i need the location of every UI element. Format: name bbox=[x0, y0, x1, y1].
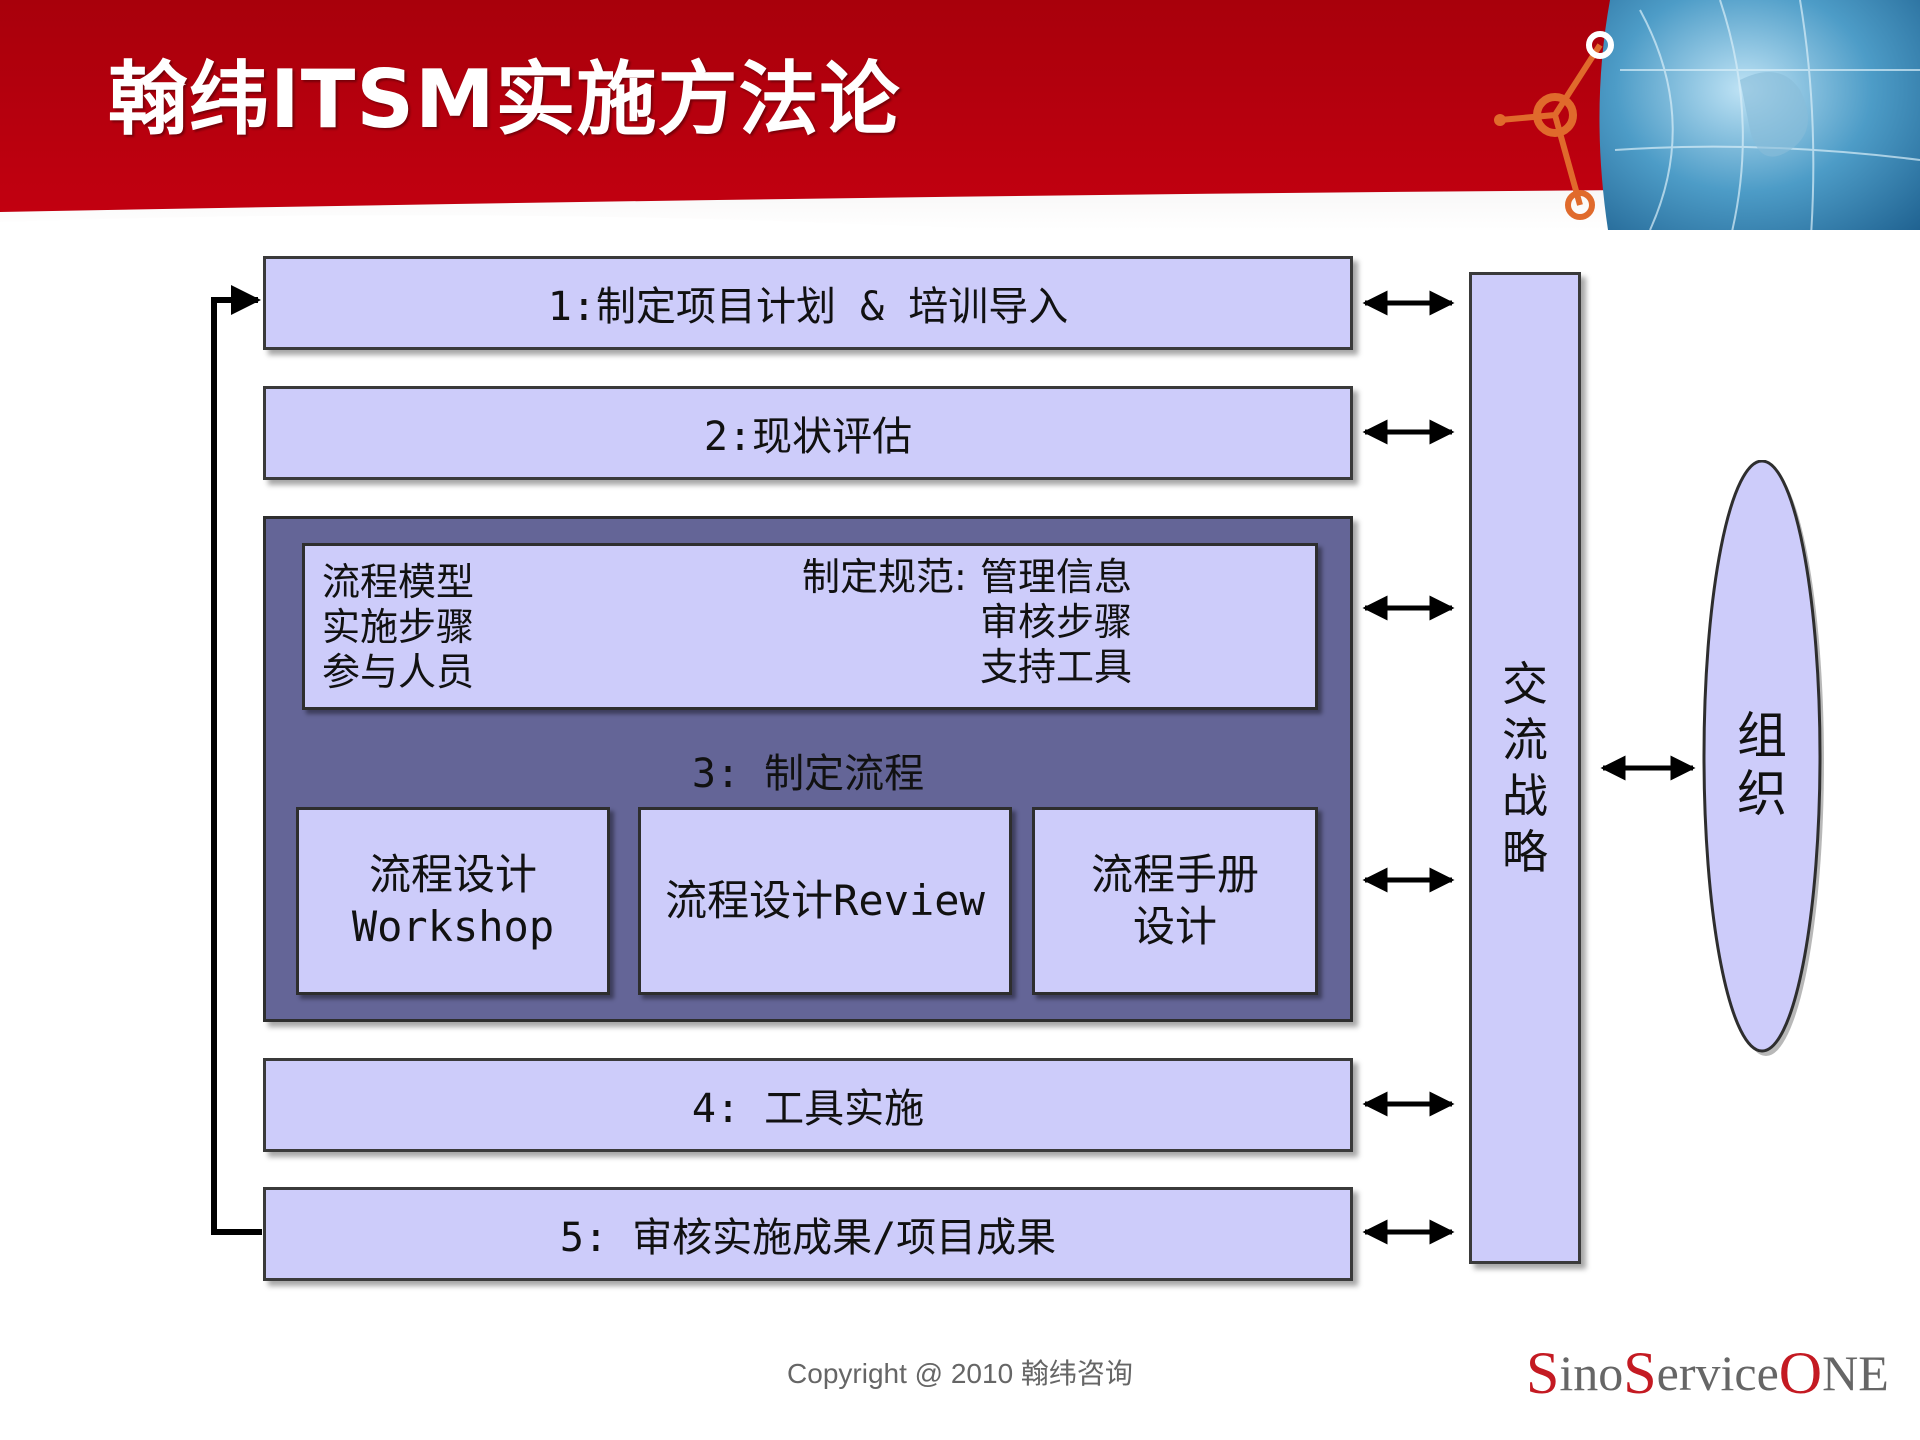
sub-box-line: 流程设计Review bbox=[665, 876, 985, 925]
communication-strategy-label: 交 流 战 略 bbox=[1469, 656, 1581, 880]
step4-box: 4: 工具实施 bbox=[263, 1058, 1353, 1152]
sub-box-manual: 流程手册 设计 bbox=[1032, 807, 1318, 995]
list-item: 实施步骤 bbox=[322, 605, 475, 649]
page-title: 翰纬ITSM实施方法论 bbox=[108, 53, 901, 146]
sub-box-review: 流程设计Review bbox=[638, 807, 1012, 995]
logo-letter: S bbox=[1623, 1339, 1657, 1406]
sub-box-line: 流程设计 bbox=[368, 850, 537, 899]
sub-box-line: 流程手册 bbox=[1090, 850, 1259, 899]
sub-box-workshop: 流程设计 Workshop bbox=[296, 807, 610, 995]
norm-prefix: 制定规范: bbox=[802, 555, 967, 599]
logo-letter: S bbox=[1526, 1339, 1560, 1406]
step4-label: 4: 工具实施 bbox=[691, 1086, 925, 1132]
step1-box: 1:制定项目计划 & 培训导入 bbox=[263, 256, 1353, 350]
organization-label: 组 织 bbox=[1704, 700, 1820, 830]
norm-list: 管理信息 审核步骤 支持工具 bbox=[980, 555, 1132, 690]
logo-letter: ino bbox=[1559, 1345, 1624, 1401]
company-logo: S ino S ervice O NE bbox=[1526, 1338, 1889, 1408]
step2-box: 2:现状评估 bbox=[263, 386, 1353, 480]
step2-label: 2:现状评估 bbox=[703, 414, 913, 460]
list-item: 审核步骤 bbox=[980, 600, 1133, 644]
vertical-char: 交 bbox=[1502, 657, 1548, 711]
step5-box: 5: 审核实施成果/项目成果 bbox=[263, 1187, 1353, 1281]
copyright-text: Copyright @ 2010 翰纬咨询 bbox=[787, 1358, 1133, 1389]
list-item: 参与人员 bbox=[322, 650, 475, 694]
list-item: 支持工具 bbox=[980, 645, 1133, 689]
step1-label: 1:制定项目计划 & 培训导入 bbox=[547, 284, 1069, 330]
step5-label: 5: 审核实施成果/项目成果 bbox=[559, 1215, 1057, 1261]
vertical-char: 组 bbox=[1737, 707, 1787, 765]
sub-box-line: Workshop bbox=[351, 902, 555, 951]
vertical-char: 略 bbox=[1502, 825, 1548, 879]
process-model-list: 流程模型 实施步骤 参与人员 bbox=[322, 560, 474, 695]
communication-strategy-box bbox=[1469, 272, 1581, 1264]
logo-basketball-icon: O bbox=[1778, 1339, 1823, 1406]
vertical-char: 织 bbox=[1737, 765, 1787, 823]
header-banner bbox=[0, 0, 1920, 230]
globe-icon bbox=[1494, 0, 1920, 230]
list-item: 流程模型 bbox=[322, 560, 475, 604]
sub-box-line: 设计 bbox=[1132, 902, 1217, 951]
logo-letter: NE bbox=[1822, 1345, 1889, 1401]
step3-spec-box bbox=[302, 543, 1318, 710]
vertical-char: 战 bbox=[1502, 769, 1548, 823]
vertical-char: 流 bbox=[1502, 713, 1548, 767]
organization-ellipse bbox=[1702, 460, 1824, 1056]
logo-letter: ervice bbox=[1656, 1345, 1779, 1401]
list-item: 管理信息 bbox=[980, 555, 1133, 599]
step3-label: 3: 制定流程 bbox=[691, 751, 925, 797]
feedback-loop-line bbox=[211, 285, 262, 1235]
